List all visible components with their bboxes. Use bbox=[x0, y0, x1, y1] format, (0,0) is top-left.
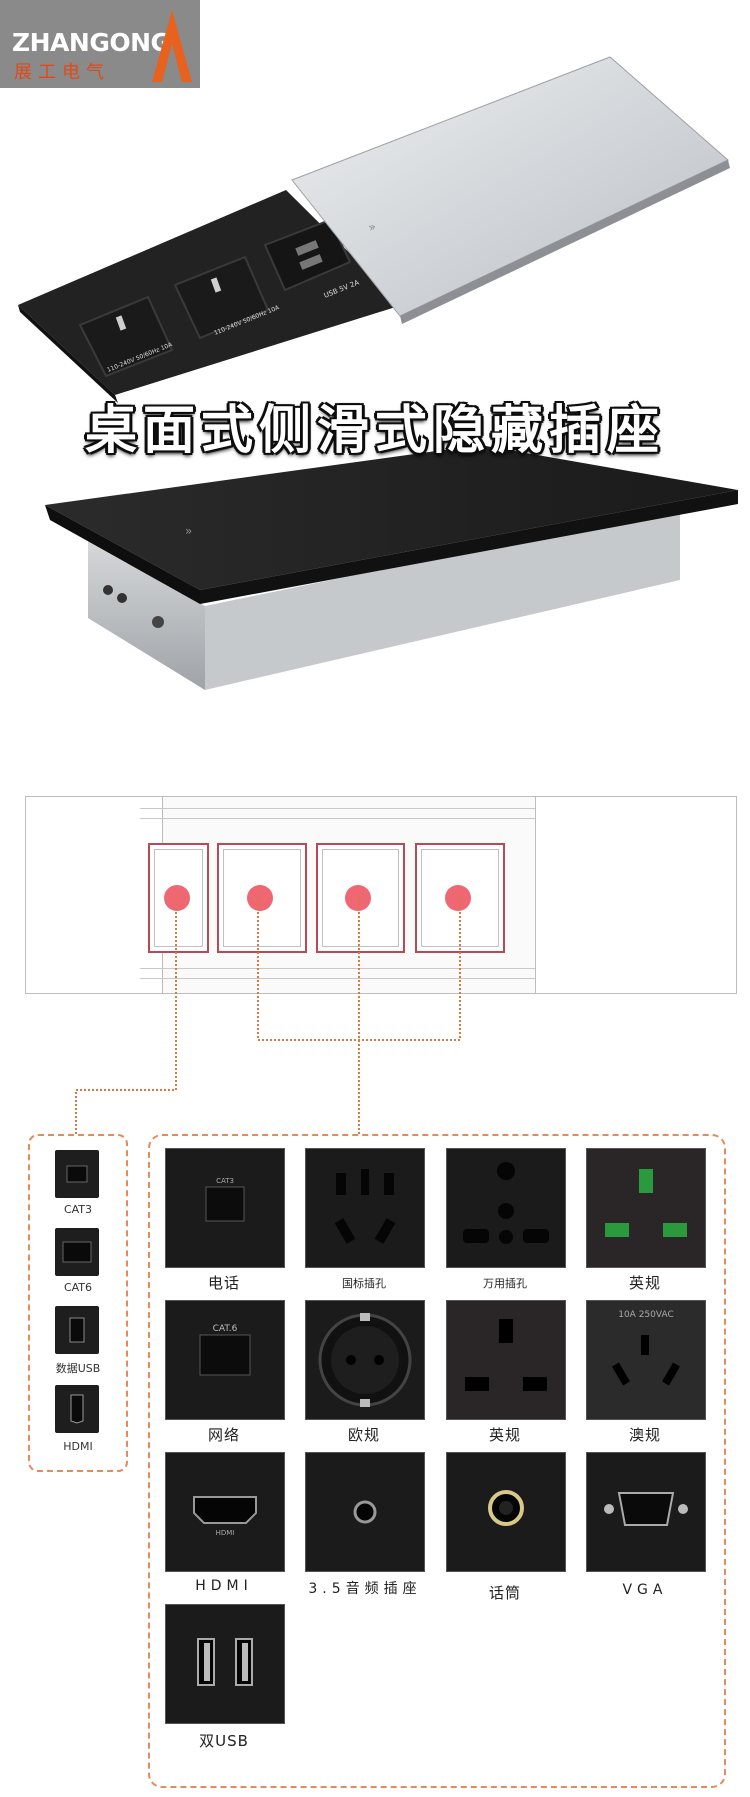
brand-name-latin: ZHANGONG bbox=[12, 28, 171, 57]
eu-power-module bbox=[305, 1300, 425, 1420]
module-label: 英规 bbox=[628, 1274, 661, 1292]
option-label: CAT6 bbox=[63, 1281, 93, 1294]
usb-data-thumb bbox=[55, 1306, 99, 1354]
option-label: HDMI bbox=[63, 1440, 93, 1453]
module-label: HDMI bbox=[195, 1578, 253, 1594]
option-label: CAT3 bbox=[63, 1203, 93, 1216]
module-label: 英规 bbox=[488, 1426, 521, 1444]
rail-edge-bottom bbox=[140, 978, 535, 979]
brand-logo: ZHANGONG 展工电气 bbox=[0, 0, 200, 88]
slot-marker bbox=[445, 885, 471, 911]
module-options-panel bbox=[148, 1134, 726, 1788]
cat3-jack-thumb bbox=[55, 1150, 99, 1198]
module-label: 电话 bbox=[207, 1274, 240, 1292]
uk-power-socket-icon bbox=[605, 1169, 687, 1237]
eu-schuko-socket-icon bbox=[318, 1313, 412, 1407]
tile-text: 10A 250VAC bbox=[618, 1310, 674, 1320]
telephone-module: CAT3 bbox=[165, 1148, 285, 1268]
dual-usb-module bbox=[165, 1604, 285, 1724]
hdmi-module: HDMI bbox=[165, 1452, 285, 1572]
rail-slot-middle bbox=[316, 843, 405, 953]
audio-jack-icon bbox=[353, 1500, 377, 1524]
brand-a-mark-icon bbox=[152, 10, 192, 82]
product-photo: » 110-240V 50/60Hz 10A 110-240V 50/60Hz … bbox=[18, 56, 738, 690]
hdmi-port-icon bbox=[70, 1394, 84, 1424]
rj11-port-icon bbox=[66, 1165, 88, 1183]
module-label: 3.5音频插座 bbox=[308, 1581, 422, 1597]
module-label: 万用插孔 bbox=[483, 1277, 527, 1290]
module-label: 网络 bbox=[207, 1426, 240, 1444]
tile-text: HDMI bbox=[216, 1529, 235, 1537]
network-module: CAT.6 bbox=[165, 1300, 285, 1420]
audio-module bbox=[305, 1452, 425, 1572]
rail-edge-bottom-inner bbox=[140, 968, 535, 969]
rail-slot-power-1 bbox=[217, 843, 307, 953]
brand-name-chinese: 展工电气 bbox=[14, 62, 110, 83]
telephone-jack-icon: CAT3 bbox=[205, 1177, 245, 1222]
svg-text:»: » bbox=[185, 524, 192, 538]
option-label: 数据USB bbox=[55, 1362, 101, 1375]
uk-power-module bbox=[586, 1148, 706, 1268]
hdmi-socket-icon: HDMI bbox=[193, 1496, 257, 1537]
rail-slot-data bbox=[148, 843, 209, 953]
module-label: VGA bbox=[622, 1582, 668, 1598]
uk-power-socket-icon bbox=[465, 1319, 547, 1391]
module-label: 澳规 bbox=[628, 1426, 661, 1444]
rail-edge-top-inner bbox=[140, 818, 535, 819]
au-power-module: 10A 250VAC bbox=[586, 1300, 706, 1420]
module-label: 双USB bbox=[199, 1732, 249, 1750]
open-socket-product: » bbox=[18, 56, 730, 403]
rail-end-cap-left bbox=[25, 796, 163, 994]
svg-text:»: » bbox=[366, 219, 378, 235]
module-label: 国标插孔 bbox=[342, 1277, 386, 1290]
rj45-port-icon bbox=[62, 1241, 92, 1263]
vga-port-icon bbox=[604, 1492, 688, 1526]
module-label: 话筒 bbox=[488, 1584, 521, 1602]
microphone-module bbox=[446, 1452, 566, 1572]
uk-power-module-2 bbox=[446, 1300, 566, 1420]
tile-text: CAT.6 bbox=[213, 1324, 238, 1334]
microphone-jack-icon bbox=[488, 1490, 524, 1526]
rail-edge-top bbox=[140, 808, 535, 809]
au-power-socket-icon: 10A 250VAC bbox=[612, 1310, 680, 1386]
cn-power-module bbox=[305, 1148, 425, 1268]
closed-socket-product: » bbox=[45, 445, 738, 690]
module-label: 欧规 bbox=[347, 1426, 380, 1444]
cn-power-socket-icon bbox=[334, 1169, 396, 1244]
tile-text: CAT3 bbox=[216, 1177, 234, 1185]
universal-power-module bbox=[446, 1148, 566, 1268]
network-jack-icon: CAT.6 bbox=[199, 1324, 251, 1376]
connector-lines bbox=[75, 896, 461, 1136]
dual-usb-port-icon bbox=[197, 1638, 253, 1686]
hdmi-thumb bbox=[55, 1385, 99, 1433]
usb-port-icon bbox=[69, 1317, 85, 1343]
cat6-jack-thumb bbox=[55, 1228, 99, 1276]
slot-marker bbox=[247, 885, 273, 911]
universal-power-socket-icon bbox=[463, 1162, 549, 1244]
rail-end-cap-right bbox=[535, 796, 737, 994]
small-options-panel bbox=[28, 1134, 128, 1472]
vga-module bbox=[586, 1452, 706, 1572]
product-headline: 桌面式侧滑式隐藏插座 bbox=[84, 400, 665, 461]
